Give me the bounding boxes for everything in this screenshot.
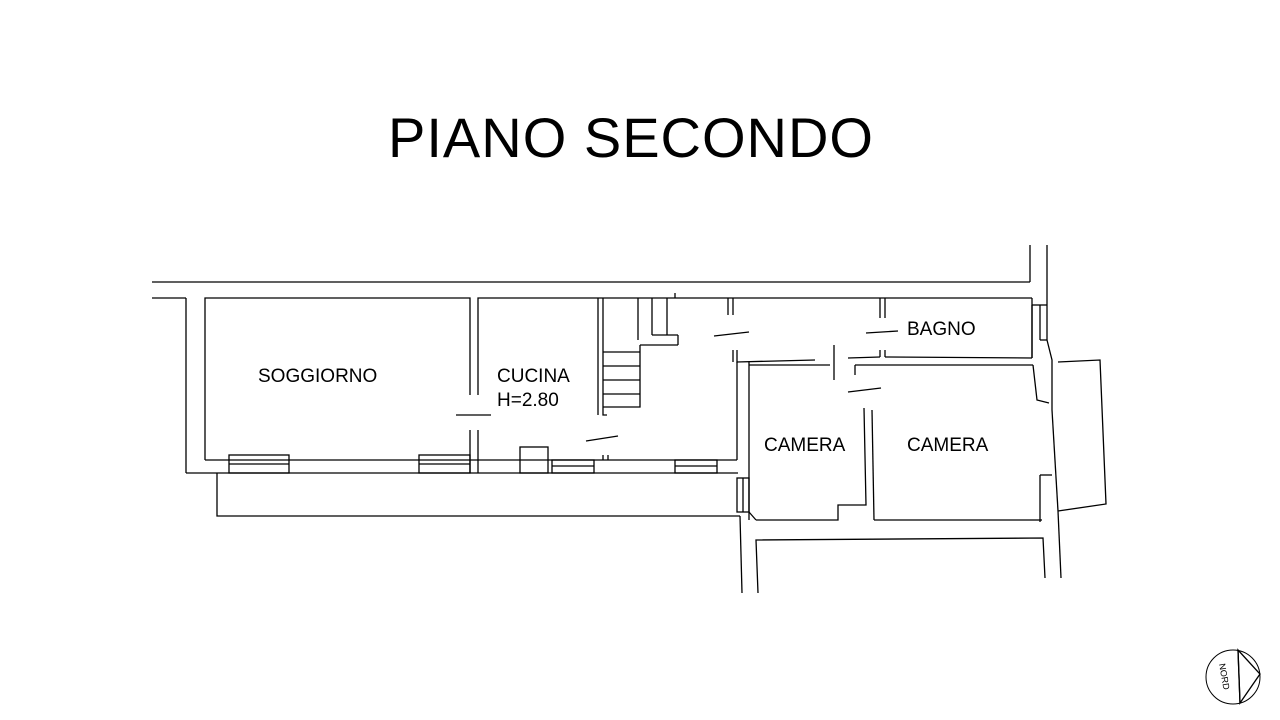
north-arrow-icon: NORD	[1205, 648, 1261, 705]
room-label-bagno: BAGNO	[907, 319, 976, 340]
staircase	[585, 298, 679, 442]
lower-walls	[739, 510, 1062, 594]
compass-label: NORD	[1217, 663, 1232, 691]
room-label-cucina: CUCINA	[497, 366, 570, 387]
building-outline	[152, 245, 1048, 473]
room-label-camera-left: CAMERA	[764, 435, 846, 456]
room-label-cucina-height: H=2.80	[497, 390, 559, 411]
page-title: PIANO SECONDO	[388, 106, 874, 169]
living-block-walls	[186, 297, 740, 517]
room-label-soggiorno: SOGGIORNO	[258, 366, 377, 387]
east-facade	[736, 304, 1107, 522]
night-wing-walls	[598, 293, 1033, 521]
room-label-camera-right: CAMERA	[907, 435, 989, 456]
